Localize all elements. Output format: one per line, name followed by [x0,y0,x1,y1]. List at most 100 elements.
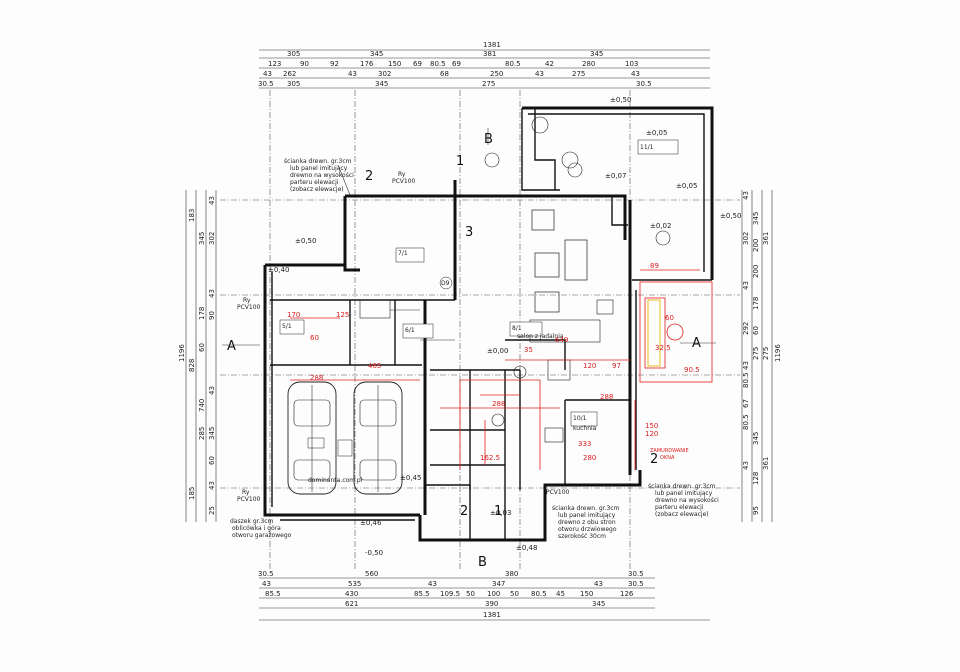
level-mark: ±0,03 [490,509,511,517]
section-mark-b-top: B [484,132,493,147]
left-dim-col1: 185 [188,487,196,500]
top-dim-total: 1381 [483,41,501,49]
red-dim: 90.5 [684,366,700,374]
red-note: OKNA [660,455,675,461]
level-marks: ±0,50 ±0,05 ±0,05 ±0,02 ±0,00 ±0,07 ±0,4… [268,96,741,557]
bottom-dim-row4: 390 [485,600,498,608]
left-dim-col2: 178 [198,307,206,320]
note-pcv: PCV100 [237,304,261,311]
note-fence-right: (zobacz elewacje) [655,511,709,518]
living-room-furniture [359,116,614,443]
section-mark-2-top: 2 [365,169,373,184]
section-mark-3: 3 [465,225,473,240]
bottom-dim-row1: 30.5 [258,570,274,578]
left-dim-total: 1196 [178,344,186,362]
top-dim-row2: 80.5 [430,60,446,68]
bottom-dim-row1: 560 [365,570,378,578]
bottom-dim-row3: 126 [620,590,634,598]
room-tag: 5/1 [282,323,292,330]
right-dim-col2: 345 [752,212,760,225]
garage-cars [287,381,403,495]
top-dim-row3: 68 [440,70,449,78]
top-dim-row2: 92 [330,60,339,68]
note-fence-top: lub panel imitujący [290,165,348,172]
note-fence-bottom: ścianka drewn. gr.3cm [552,505,620,512]
note-ry: Ry [398,171,406,178]
room-tag: 11/1 [640,144,654,151]
left-dim-col3: 25 [208,506,216,515]
building-walls [263,106,714,542]
right-dimension-chains: 43 302 43 292 43 80.5 67 80.5 43 345 200… [741,190,782,522]
bottom-dim-total: 1381 [483,611,501,619]
red-dim: 465 [368,362,381,370]
car-left [287,381,337,495]
red-note: ZAMURDWANIE [650,448,689,454]
note-gable: oblicówka i góra [232,525,281,532]
level-mark: ±0,45 [400,474,421,482]
level-mark: ±0,48 [516,544,537,552]
top-dim-row3: 43 [348,70,357,78]
red-dim: 32.5 [655,344,671,352]
bottom-dim-row2: 535 [348,580,361,588]
level-mark: ±0,07 [605,172,626,180]
right-dim-col1: 361 [762,457,770,470]
top-dim-row1: 345 [370,50,383,58]
note-fence-right: drewno na wysokości [655,497,719,504]
right-dim-col3: 292 [742,322,750,335]
red-dim: 125 [336,311,349,319]
top-dim-row2: 42 [545,60,554,68]
top-dim-row4: 30.5 [258,80,274,88]
right-dim-total: 1196 [774,344,782,362]
note-fence-top: (zobacz elewacje) [290,186,344,193]
top-dim-row2: 150 [388,60,401,68]
top-dim-row4: 305 [287,80,300,88]
top-dim-row1: 305 [287,50,300,58]
section-mark-1-bottom: 1 [494,504,502,519]
note-fence-top: drewno na wysokości [290,172,354,179]
note-fence-right: ścianka drewn. gr.3cm [648,483,716,490]
top-dim-row2: 280 [582,60,595,68]
note-pcv: PCV100 [546,489,570,496]
left-dim-col3: 285 [198,427,206,440]
left-dim-col1: 183 [188,209,196,222]
bottom-dim-row3: 85.5 [414,590,430,598]
misc-symbols [390,152,671,427]
bottom-dim-row3: 109.5 [440,590,460,598]
bottom-dim-row2: 30.5 [628,580,644,588]
level-mark: ±0,50 [720,212,741,220]
red-dim: 649 [555,336,568,344]
right-dim-col2: 178 [752,297,760,310]
level-mark: ±0,05 [676,182,697,190]
top-dim-row2: 69 [452,60,461,68]
note-ry: Ry [243,297,251,304]
bottom-dim-row3: 50 [466,590,475,598]
note-pcv: PCV100 [392,178,416,185]
right-dim-col3: 43 [742,191,750,200]
right-dim-col1: 361 [762,232,770,245]
bottom-dim-row2: 43 [262,580,271,588]
red-dim: 162.5 [480,454,500,462]
red-markup: 89 170 125 60 649 120 97 288 465 288 288… [287,262,713,470]
red-dim: 35 [524,346,533,354]
top-dim-row3: 250 [490,70,503,78]
right-dim-col2: 345 [752,432,760,445]
left-dim-col2: 60 [198,343,206,352]
top-dim-row3: 275 [572,70,585,78]
bottom-dimension-chains: 30.5 560 380 30.5 43 535 43 347 43 30.5 … [258,570,710,621]
note-gable: otworu garażowego [232,532,292,539]
level-mark: ±0,05 [646,129,667,137]
red-dim: 288 [600,393,613,401]
level-mark: ±0,00 [487,347,508,355]
red-dim: 280 [583,454,596,462]
section-mark-a-right: A [692,336,701,351]
left-dim-col3: 43 [208,386,216,395]
top-dim-row2: 103 [625,60,638,68]
red-dim: 288 [492,400,505,408]
red-dim: 120 [583,362,596,370]
right-dim-col1: 275 [762,347,770,360]
top-dim-row3: 262 [283,70,296,78]
top-dim-row1: 381 [483,50,496,58]
section-mark-2-bottom: 2 [460,504,468,519]
section-mark-a-left: A [227,339,236,354]
